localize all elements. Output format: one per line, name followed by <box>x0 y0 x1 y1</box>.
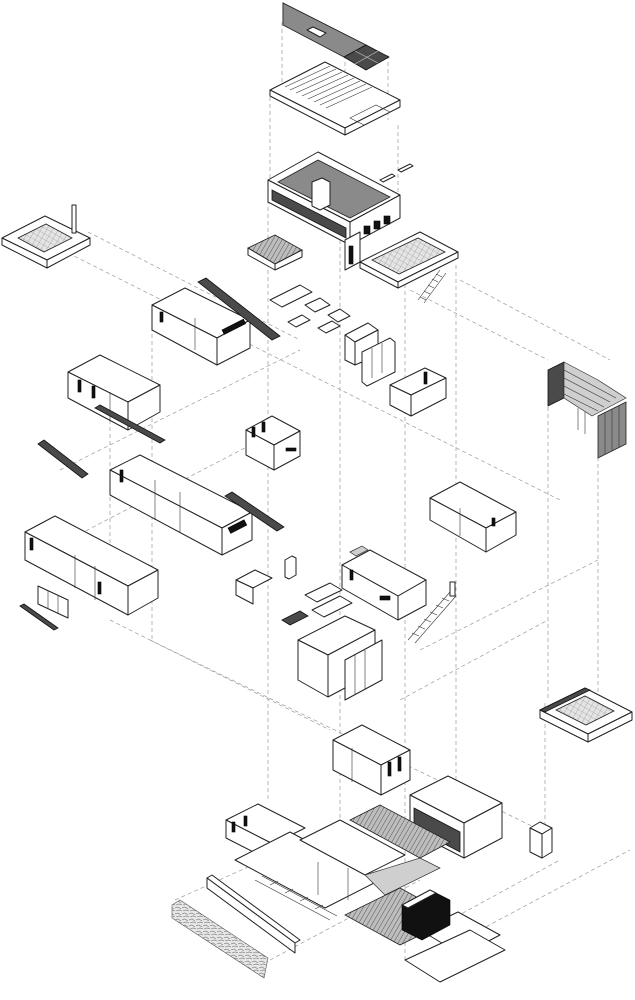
window-row <box>348 215 391 265</box>
rooftop-terrace <box>359 231 459 304</box>
bedroom-wing-right <box>429 481 517 553</box>
roof-plate <box>282 2 367 58</box>
mechanical-unit <box>529 821 553 859</box>
upper-level-box <box>267 151 401 271</box>
bathroom-pod <box>245 415 301 471</box>
louver-panel <box>197 277 281 341</box>
garage-block <box>409 775 503 859</box>
window-panel <box>37 585 69 619</box>
stair-core <box>332 724 411 796</box>
louver-small <box>37 439 89 479</box>
planter-box-left <box>1 204 91 269</box>
bedroom-wing-lower <box>24 515 159 616</box>
chimney <box>311 177 331 211</box>
furniture-cluster-upper <box>269 284 396 387</box>
skylights <box>379 163 414 183</box>
vent-pipe <box>71 204 77 234</box>
pergola-right <box>547 361 627 459</box>
living-wing-middle <box>67 354 161 431</box>
solar-panels <box>343 44 390 71</box>
kitchen-furniture <box>235 555 383 701</box>
planter-strip <box>94 404 166 444</box>
bedroom-wing-upper <box>151 287 251 366</box>
concrete-wall <box>206 874 301 954</box>
louver-lower <box>19 603 59 631</box>
stone-wall <box>171 899 269 979</box>
roof-structure <box>269 61 401 136</box>
living-wing-center <box>109 454 253 556</box>
stair <box>407 581 457 644</box>
ground-wing-middle <box>341 545 427 621</box>
exterior-stair <box>417 269 447 304</box>
upper-slab <box>247 234 303 271</box>
ground-level <box>225 803 506 983</box>
louver-center <box>224 491 285 532</box>
planter-box-right <box>539 687 633 743</box>
kitchen-island <box>389 367 447 417</box>
